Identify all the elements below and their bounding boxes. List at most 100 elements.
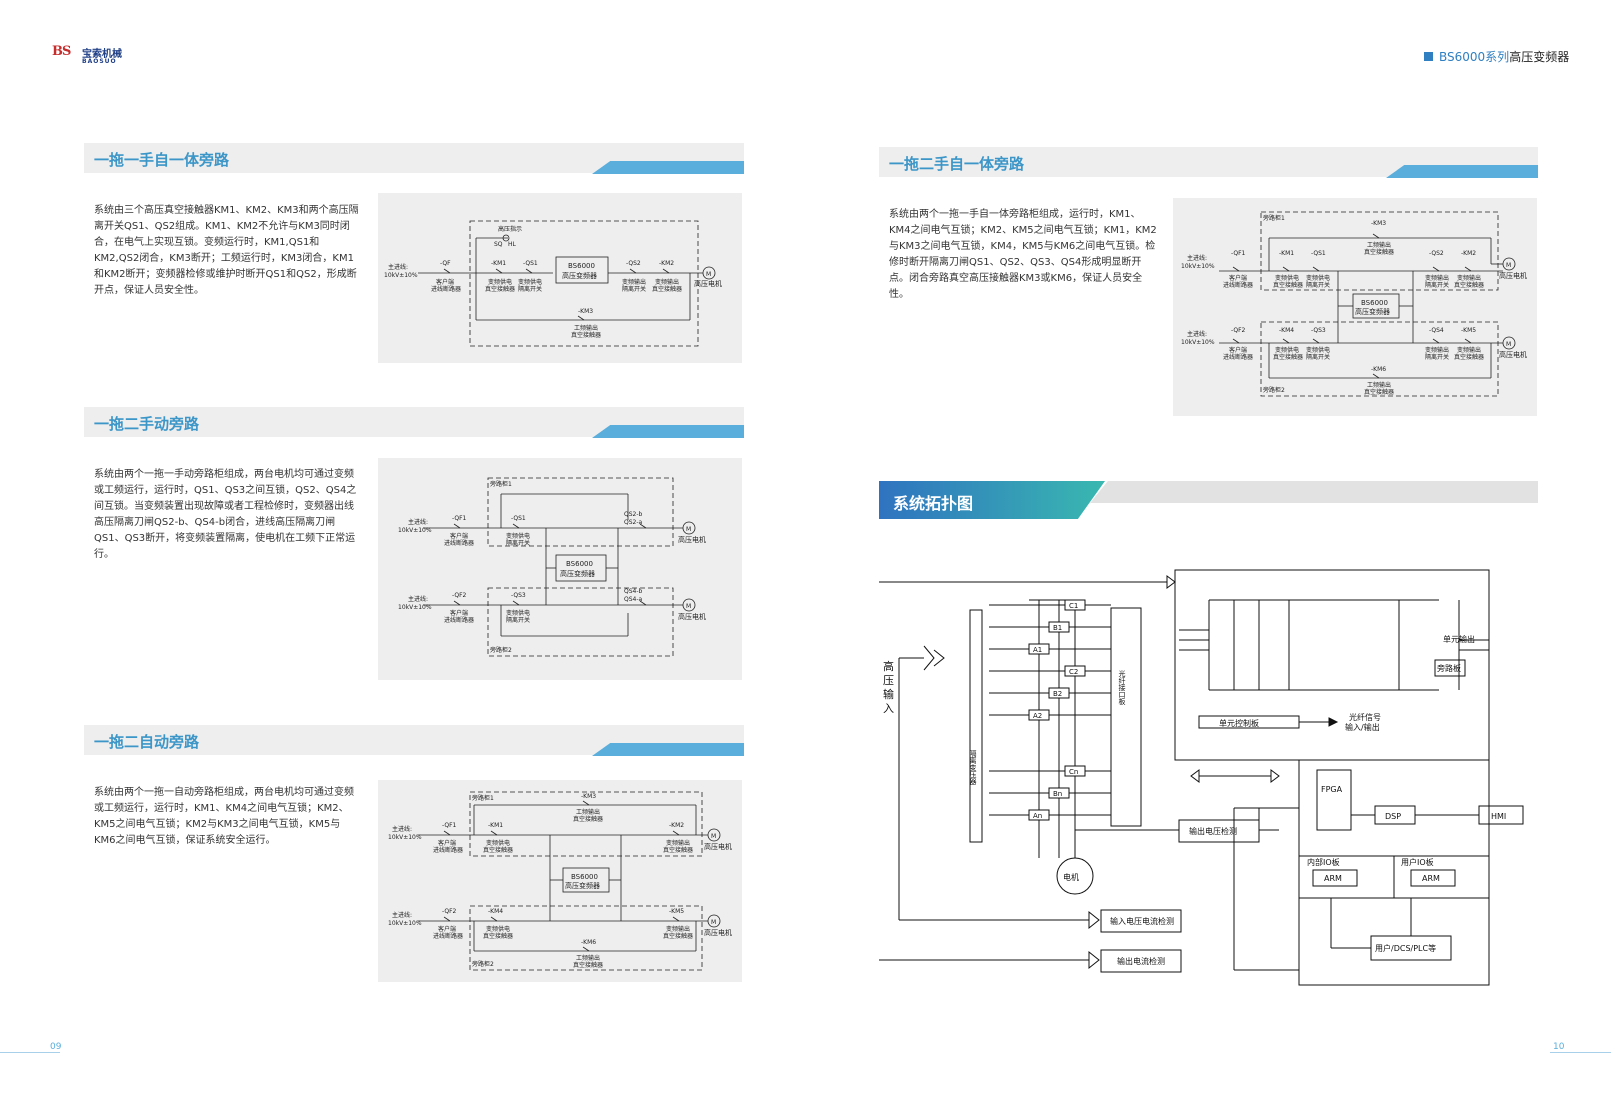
switch-km3 (577, 315, 585, 321)
label-main-line: 主进线: (388, 263, 408, 271)
arrow-left-icon (1190, 769, 1200, 783)
label-cabinet1: 旁路柜1 (472, 794, 494, 802)
label-motor-2-symbol: M (686, 603, 691, 610)
label-in-switch-1: 变频供电 (518, 278, 542, 286)
label-qf2: -QF2 (452, 592, 467, 599)
topo-arrow (1088, 950, 1100, 970)
switch-km5 (672, 916, 680, 922)
label-main-line: 主进线: (408, 518, 428, 526)
switch-qs1 (512, 523, 520, 529)
switch-km3 (1372, 233, 1380, 239)
logo-en: BAOSUO (82, 58, 117, 65)
label-customer-2b: 进线断路器 (1223, 353, 1253, 361)
switch-qf2 (443, 916, 451, 922)
label-qf1: -QF1 (1231, 250, 1246, 257)
power-cell-label: A1 (1033, 646, 1042, 654)
header-title: BS6000系列高压变频器 (1439, 48, 1569, 65)
label-km6: -KM6 (581, 939, 596, 946)
section-4-title: 一拖二手自一体旁路 (889, 155, 1025, 173)
label-qs1: -QS1 (511, 515, 526, 522)
logo-mark: BS (52, 44, 71, 59)
diagram-3-svg: 旁路柜1 旁路柜2 主进线: 10kV±10% 主进线: 10kV±10% -Q… (388, 791, 732, 971)
hv-input-symbol (933, 649, 945, 667)
label-arm-1: ARM (1324, 874, 1342, 883)
label-out-i-detect: 输出电流检测 (1117, 956, 1165, 966)
motor-2-symbol (1502, 336, 1516, 350)
header-square-icon (1424, 52, 1433, 61)
switch-km1 (490, 830, 498, 836)
footer-line-left (0, 1052, 60, 1053)
label-in-switch-2: 隔离开关 (518, 285, 542, 293)
label-voltage: 10kV±10% (388, 834, 422, 841)
label-out-contactor-2b: 真空接触器 (663, 932, 693, 940)
label-qs4: -QS4 (1429, 327, 1444, 334)
label-qs3: -QS3 (1311, 327, 1326, 334)
label-in-switch-2b: 隔离开关 (506, 616, 530, 624)
label-qs4a: QS4-a (624, 596, 643, 603)
fiber-board-box (1110, 607, 1142, 827)
label-hl: HL (508, 241, 517, 248)
label-voltage: 10kV±10% (384, 272, 418, 279)
label-motor-1-symbol: M (711, 833, 716, 840)
label-bypass-1: 工频输出 (576, 808, 600, 816)
label-voltage: 10kV±10% (1181, 263, 1215, 270)
label-out-switch-2: 隔离开关 (1425, 281, 1449, 289)
label-km1: -KM1 (491, 260, 506, 267)
label-in-contactor-1: 变频供电 (488, 278, 512, 286)
label-km5: -KM5 (1461, 327, 1476, 334)
label-main-line: 主进线: (1187, 254, 1207, 262)
label-out-contactor-2: 真空接触器 (663, 846, 693, 854)
label-unit-output: 单元输出 (1443, 634, 1475, 644)
label-dsp: DSP (1385, 812, 1401, 821)
label-bypass-2b: 真空接触器 (1364, 388, 1394, 396)
label-qf2: -QF2 (442, 908, 457, 915)
switch-km1 (1282, 266, 1290, 272)
label-motor-2: 高压电机 (1499, 350, 1527, 359)
label-bypass-1b: 工频输出 (1367, 381, 1391, 389)
motor-2-symbol (707, 914, 721, 928)
hv-input-symbol (923, 645, 935, 671)
diagram-4: 旁路柜1 旁路柜2 主进线: 10kV±10% 主进线: 10kV±10% -Q… (1173, 198, 1537, 416)
label-customer-2b: 进线断路器 (444, 616, 474, 624)
label-motor-2: 高压电机 (704, 928, 732, 937)
motor-1-symbol (682, 521, 696, 535)
label-motor-1: 高压电机 (704, 842, 732, 851)
label-km3: -KM3 (578, 308, 593, 315)
label-in-switch-2: 隔离开关 (506, 539, 530, 547)
label-out-contactor-1b: 变频输出 (1457, 346, 1481, 354)
section-3-accent (592, 743, 744, 756)
cabinet-2-frame (1260, 321, 1499, 397)
arm-box-1 (1312, 869, 1358, 887)
section-3-title: 一拖二自动旁路 (94, 733, 200, 751)
label-in-contactor-1b: 变频供电 (1275, 346, 1299, 354)
diagram-1-svg: 主进线: 10kV±10% -QF 客户端 进线断路器 -KM1 变频供电 真空… (384, 220, 722, 347)
fpga-box (1316, 769, 1352, 831)
label-motor-1-symbol: M (686, 526, 691, 533)
label-voltage-2: 10kV±10% (388, 920, 422, 927)
label-fiber-signal-2: 输入/输出 (1345, 722, 1380, 732)
section-2-accent (592, 425, 744, 438)
label-out-contactor-2: 真空接触器 (652, 285, 682, 293)
label-customer-2: 进线断路器 (431, 285, 461, 293)
label-voltage-2: 10kV±10% (398, 604, 432, 611)
section-3-text: 系统由两个一拖一自动旁路柜组成，两台电机均可通过变频或工频运行，运行时，KM1、… (94, 787, 354, 846)
footer-line-right (1550, 1052, 1611, 1053)
switch-km2 (672, 830, 680, 836)
label-motor-2-symbol: M (711, 919, 716, 926)
switch-qs4 (639, 600, 647, 606)
arrow-right-icon (1328, 717, 1339, 727)
label-internal-io: 内部IO板 (1307, 857, 1340, 867)
label-km3: -KM3 (581, 793, 596, 800)
label-km2: -KM2 (659, 260, 674, 267)
bypass-board-box (1434, 659, 1466, 677)
diagram-4-svg: 旁路柜1 旁路柜2 主进线: 10kV±10% 主进线: 10kV±10% -Q… (1181, 211, 1527, 397)
label-motor-1: 高压电机 (678, 535, 706, 544)
label-cabinet2: 旁路柜2 (472, 960, 494, 968)
label-vfd: BS6000 (1361, 299, 1388, 307)
label-in-switch-2: 隔离开关 (1306, 281, 1330, 289)
section-1-title: 一拖一手自一体旁路 (94, 151, 230, 169)
power-cell-label: A2 (1033, 712, 1042, 720)
label-bypass-1: 工频输出 (574, 324, 598, 332)
label-km5: -KM5 (669, 908, 684, 915)
power-cell-label: An (1033, 812, 1042, 820)
